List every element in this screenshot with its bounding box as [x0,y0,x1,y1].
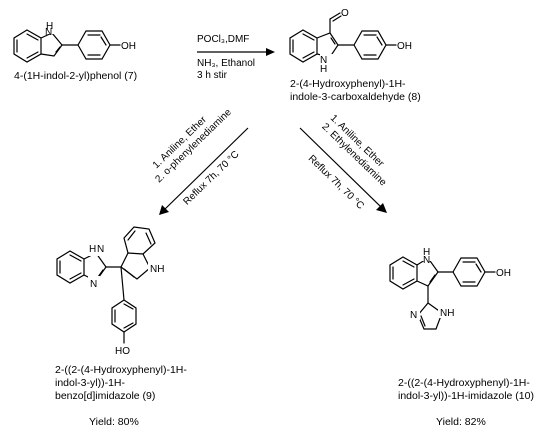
step1-time: 3 h stir [197,70,228,81]
compound-7-structure: H N OH [13,20,136,63]
compound-7-name: 4-(1H-indol-2-yl)phenol (7) [14,70,137,82]
compound-7-n-label: N [45,27,52,38]
compound-10-n2-label: N [410,310,417,321]
compound-7-oh-label: OH [121,41,136,52]
reaction-arrow-step1 [197,48,275,56]
compound-9-structure: H N N NH HO [56,226,170,357]
compound-8-name-line1: 2-(4-Hydroxyphenyl)-1H- [290,78,406,90]
step1-base: NH₃, Ethanol [197,58,255,69]
compound-8-n-label: N [320,55,327,66]
compound-7-nh-label: H [46,21,53,32]
compound-10-h-label: H [423,247,430,258]
compound-8-h-label: H [320,64,327,75]
compound-10-name-line2: indol-3-yl))-1H-imidazole (10) [398,390,534,402]
compound-9-name-line2: indol-3-yl))-1H- [55,377,126,389]
compound-8-structure: O N H OH [289,8,412,75]
compound-10-structure: H N OH N NH [389,245,511,330]
compound-10-oh-label: OH [496,268,511,279]
reaction-arrow-step3 [299,127,387,213]
compound-10-name-line1: 2-((2-(4-Hydroxyphenyl)-1H- [398,377,530,389]
compound-8-name-line2: indole-3-carboxaldehyde (8) [290,91,421,103]
compound-9-name-line3: benzo[d]imidazole (9) [55,390,155,402]
compound-9-yield: Yield: 80% [89,416,139,428]
compound-10-n-label: N [423,255,430,266]
compound-8-oh-label: OH [397,41,412,52]
compound-9-nh-label: NH [150,264,164,275]
compound-9-name-line1: 2-((2-(4-Hydroxyphenyl)-1H- [55,364,187,376]
compound-9-ho-label: HO [115,346,130,357]
compound-9-n-label: N [97,244,104,255]
compound-10-nh-label: NH [440,308,454,319]
compound-9-n2-label: N [90,279,97,290]
step2-conditions: Reflux 7h, 70 °C [181,149,241,208]
compound-9-h-label: H [89,244,96,255]
reaction-arrow-step2 [159,127,249,215]
compound-10-yield: Yield: 82% [436,416,486,428]
compound-8-o-label: O [341,8,349,19]
step1-reagents: POCl₃,DMF [197,34,249,45]
